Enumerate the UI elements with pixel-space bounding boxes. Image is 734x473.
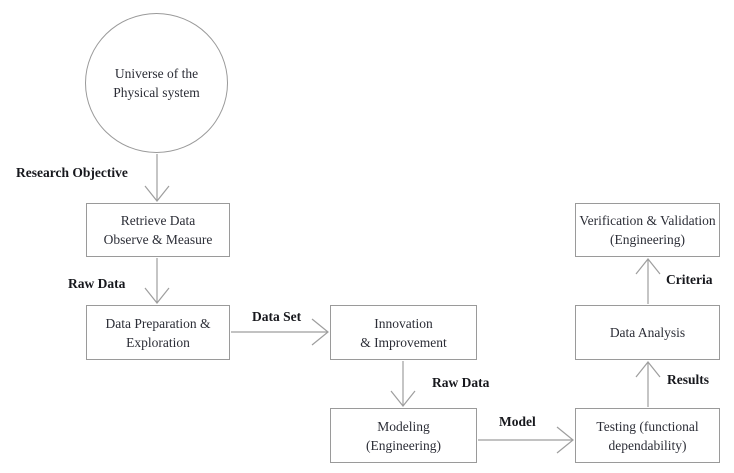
edge-label-research-objective: Research Objective — [16, 165, 128, 180]
node-text-line: Universe of the — [114, 66, 199, 81]
edge-label-raw-data-1: Raw Data — [68, 276, 126, 291]
edge-label-model: Model — [499, 414, 536, 429]
node-data-analysis: Data Analysis — [575, 305, 720, 360]
edge-label-raw-data-2: Raw Data — [432, 375, 490, 390]
edge-label-data-set: Data Set — [252, 309, 302, 324]
node-text-line: Verification & Validation — [579, 213, 716, 228]
node-text-line: (Engineering) — [610, 232, 685, 247]
arrow-universe-to-retrieve — [144, 154, 170, 202]
node-text-line: Exploration — [126, 334, 190, 350]
node-data-preparation: Data Preparation & Exploration — [86, 305, 230, 360]
node-text-line: Physical system — [113, 85, 200, 100]
node-universe-of-physical-system: Universe of the Physical system — [85, 13, 228, 153]
node-testing-functional-dependability: Testing (functional dependability) — [575, 408, 720, 463]
node-verification-validation: Verification & Validation (Engineering) — [575, 203, 720, 257]
node-text-line: Testing (functional — [596, 418, 699, 434]
node-text-line: dependability) — [608, 437, 687, 453]
node-text-line: (Engineering) — [366, 437, 441, 453]
edge-label-criteria: Criteria — [666, 272, 713, 287]
node-text-line: Data Preparation & — [105, 315, 211, 331]
node-retrieve-data: Retrieve Data Observe & Measure — [86, 203, 230, 257]
node-text-line: Retrieve Data — [120, 213, 196, 228]
arrow-innovation-to-modeling — [390, 361, 416, 407]
arrow-data-analysis-to-verification — [635, 258, 661, 304]
arrow-retrieve-to-data-preparation — [144, 258, 170, 304]
node-innovation-improvement: Innovation & Improvement — [330, 305, 477, 360]
node-modeling-engineering: Modeling (Engineering) — [330, 408, 477, 463]
node-text-line: Observe & Measure — [103, 232, 213, 247]
edge-label-results: Results — [667, 372, 710, 387]
node-text-line: Innovation — [374, 315, 433, 331]
node-text-line: & Improvement — [360, 334, 447, 350]
arrow-testing-to-data-analysis — [635, 361, 661, 407]
arrow-data-preparation-to-innovation — [231, 318, 329, 346]
node-text-line: Modeling — [377, 418, 430, 434]
node-text-line: Data Analysis — [609, 325, 686, 340]
arrow-modeling-to-testing — [478, 426, 574, 454]
